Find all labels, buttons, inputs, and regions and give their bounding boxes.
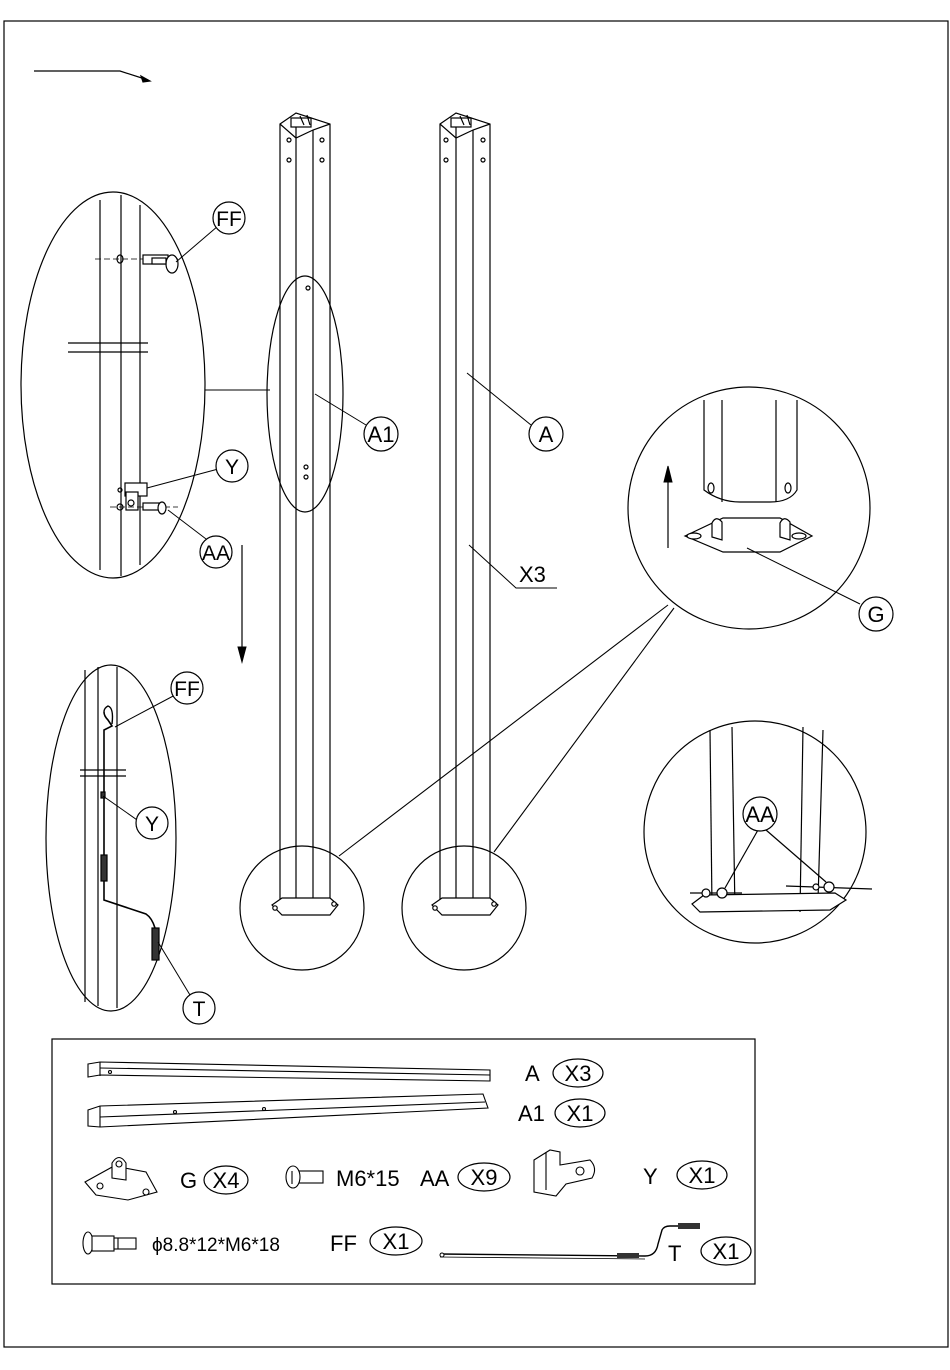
svg-text:X1: X1 xyxy=(383,1229,410,1254)
part-ff-letter: FF xyxy=(330,1231,357,1256)
detail-ellipse-bottom xyxy=(46,665,193,1011)
part-aa-spec: M6*15 xyxy=(336,1166,400,1191)
post-a xyxy=(432,113,498,915)
svg-text:X3: X3 xyxy=(565,1061,592,1086)
detail-circle-aa xyxy=(644,721,872,943)
part-aa-letter: AA xyxy=(420,1166,450,1191)
svg-text:X1: X1 xyxy=(713,1239,740,1264)
label-t: T xyxy=(183,992,215,1024)
label-a: A xyxy=(529,417,563,451)
label-aa-detail: AA xyxy=(743,797,777,831)
part-aa-qty: X9 xyxy=(458,1163,510,1191)
part-t-letter: T xyxy=(668,1241,681,1266)
svg-text:FF: FF xyxy=(216,208,242,231)
part-g-illustration xyxy=(85,1158,157,1201)
label-a1: A1 xyxy=(364,417,398,451)
svg-text:X9: X9 xyxy=(471,1165,498,1190)
label-x3: X3 xyxy=(519,562,546,587)
part-a1-qty: X1 xyxy=(555,1099,605,1127)
svg-text:T: T xyxy=(193,998,206,1021)
svg-text:Y: Y xyxy=(225,456,239,479)
part-aa-illustration xyxy=(286,1166,323,1188)
part-y-letter: Y xyxy=(643,1164,658,1189)
label-ff-top: FF xyxy=(213,202,245,234)
part-g-letter: G xyxy=(180,1168,197,1193)
part-ff-spec: ϕ8.8*12*M6*18 xyxy=(152,1235,280,1256)
part-a-illustration xyxy=(88,1062,490,1081)
svg-text:G: G xyxy=(867,602,884,627)
part-g-qty: X4 xyxy=(204,1166,248,1194)
post-a1 xyxy=(272,113,338,915)
leader-lines xyxy=(315,373,557,588)
part-t-qty: X1 xyxy=(701,1237,751,1265)
svg-text:X1: X1 xyxy=(689,1163,716,1188)
part-a-qty: X3 xyxy=(553,1059,603,1087)
svg-text:A1: A1 xyxy=(368,422,395,447)
detail-circle-g xyxy=(628,387,870,629)
detail-ellipse-top xyxy=(21,192,222,578)
svg-text:AA: AA xyxy=(202,542,230,565)
svg-text:FF: FF xyxy=(174,678,200,701)
svg-text:Y: Y xyxy=(145,813,159,836)
part-a1-letter: A1 xyxy=(518,1101,545,1126)
svg-text:AA: AA xyxy=(745,802,775,827)
part-a-letter: A xyxy=(525,1061,540,1086)
direction-arrow xyxy=(34,71,150,82)
label-y-bottom: Y xyxy=(136,807,168,839)
down-arrow xyxy=(238,545,246,662)
part-t-illustration xyxy=(440,1223,700,1259)
label-aa-top: AA xyxy=(200,536,232,568)
part-y-illustration xyxy=(534,1150,595,1196)
part-y-qty: X1 xyxy=(677,1161,727,1189)
svg-text:A: A xyxy=(539,422,554,447)
label-g: G xyxy=(859,597,893,631)
svg-text:X4: X4 xyxy=(213,1168,240,1193)
label-y-top: Y xyxy=(216,450,248,482)
label-ff-bottom: FF xyxy=(171,672,203,704)
part-ff-qty: X1 xyxy=(370,1227,422,1255)
part-ff-illustration xyxy=(83,1232,136,1254)
part-a1-illustration xyxy=(88,1094,488,1127)
svg-text:X1: X1 xyxy=(567,1101,594,1126)
